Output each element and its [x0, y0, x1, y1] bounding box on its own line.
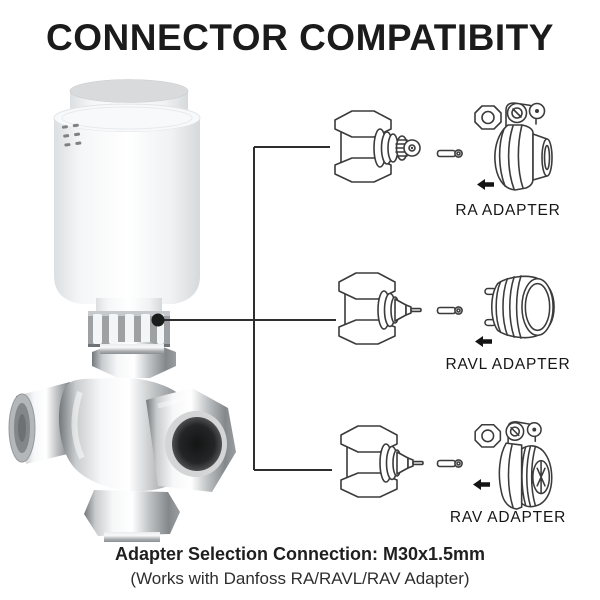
pin-illustration — [436, 459, 463, 468]
ravl-adapter-label: RAVL ADAPTER — [445, 356, 571, 373]
arrow-left-icon — [475, 336, 492, 347]
footer-connection-spec: Adapter Selection Connection: M30x1.5mm — [114, 544, 486, 564]
indicator-dots — [61, 123, 82, 147]
footer-compatibility-note: (Works with Danfoss RA/RAVL/RAV Adapter) — [130, 569, 470, 588]
arrow-left-icon — [477, 179, 494, 190]
rav-adapter-illustration — [474, 421, 553, 510]
rav-adapter-label: RAV ADAPTER — [449, 509, 567, 526]
pin-illustration — [436, 149, 463, 158]
rav-valve-illustration — [340, 425, 424, 498]
ra-adapter-label: RA ADAPTER — [455, 202, 561, 219]
actuator-body — [53, 103, 201, 304]
ra-valve-illustration — [334, 110, 421, 183]
arrow-left-icon — [473, 479, 490, 490]
pin-illustration — [436, 306, 463, 315]
valve-body-image — [8, 342, 236, 542]
callout-lines — [158, 146, 336, 471]
ra-adapter-illustration — [474, 102, 553, 191]
indicator-dot-icon — [151, 313, 165, 327]
ravl-valve-illustration — [338, 272, 422, 345]
page-title: CONNECTOR COMPATIBITY — [46, 17, 554, 58]
ravl-adapter-illustration — [484, 275, 555, 339]
